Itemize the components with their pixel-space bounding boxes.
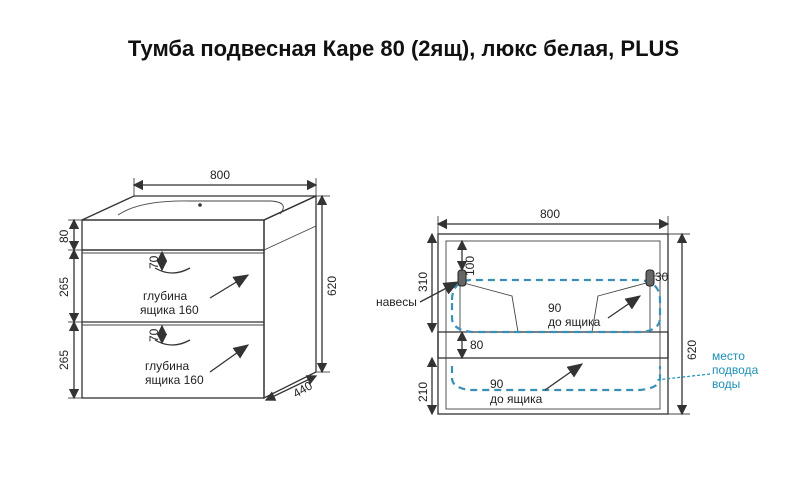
depth-lower-line1: глубина [145,359,189,373]
page-title: Тумба подвесная Каре 80 (2ящ), люкс бела… [127,36,680,61]
lower-depth-line2: до ящика [490,392,543,406]
dim-hinge-right-label: 30 [655,270,669,284]
drawer-right-side [591,281,651,333]
hinges-label: навесы [376,295,417,309]
dim-hinge-top-label: 100 [463,256,477,276]
basin-bowl [117,200,284,216]
arrow-hinges [419,281,460,303]
dim-width-right-label: 800 [540,207,560,221]
dim-drawer-upper-label: 265 [57,277,71,297]
water-label-line1: место [712,349,745,363]
dim-drawer-lower-label: 265 [57,350,71,370]
water-label-line3: воды [712,377,740,391]
water-zone-lower [450,366,662,392]
basin-top [81,195,317,221]
dim-handle-lower-label: 70 [147,328,161,342]
dim-handle-upper-label: 70 [147,255,161,269]
left-cabinet-view: 800 620 440 80 265 265 70 70 глубина ящи… [57,168,339,401]
upper-depth-line2: до ящика [548,315,601,329]
dim-upper-section-label: 310 [416,272,430,292]
arrow-depth-upper-right [607,295,642,319]
countertop-front [81,219,265,251]
arrow-depth-lower-right [544,363,584,391]
depth-upper-line1: глубина [143,289,187,303]
right-cabinet-view: 800 620 310 210 80 100 30 навесы 90 до я… [376,207,759,416]
hinge-right-icon [645,269,655,287]
dim-rail-label: 80 [470,338,484,352]
depth-lower-line2: ящика 160 [145,373,204,387]
dim-top-panel-label: 80 [57,229,71,243]
depth-upper-line2: ящика 160 [140,303,199,317]
dim-height-left-label: 620 [325,276,339,296]
dim-height-right-label: 620 [685,340,699,360]
drawer-left-side [459,281,519,333]
cabinet-side [263,194,317,400]
dim-lower-section-label: 210 [416,382,430,402]
water-label-line2: подвода [712,363,759,377]
lower-depth-line1: 90 [490,377,504,391]
upper-depth-line1: 90 [548,301,562,315]
dim-depth [264,375,318,401]
arrow-depth-upper [209,274,250,299]
dim-depth-label: 440 [291,378,316,400]
back-frame [437,233,669,415]
arrow-depth-lower [209,344,250,373]
water-supply-leader [655,373,711,381]
dim-width-left-label: 800 [210,168,230,182]
